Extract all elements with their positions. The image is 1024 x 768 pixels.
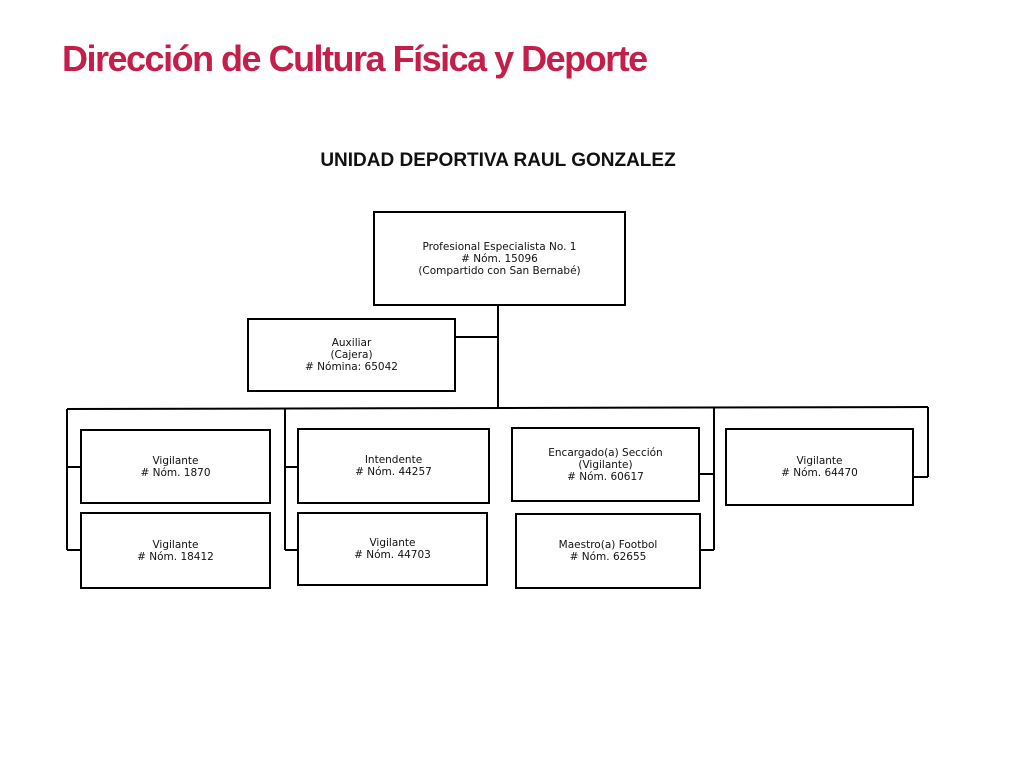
head-number: # Nóm. 15096 <box>461 252 538 265</box>
head-position-box: Profesional Especialista No. 1 # Nóm. 15… <box>373 211 626 306</box>
position-box-col2-2: Vigilante # Nóm. 44703 <box>297 512 488 586</box>
page-title: Dirección de Cultura Física y Deporte <box>62 38 648 79</box>
position-box-col1-1: Vigilante # Nóm. 1870 <box>80 429 271 504</box>
position-box-col3-2: Maestro(a) Footbol # Nóm. 62655 <box>515 513 701 589</box>
auxiliar-role: (Cajera) <box>330 349 373 361</box>
position-box-col2-1: Intendente # Nóm. 44257 <box>297 428 490 504</box>
position-number: # Nóm. 64470 <box>781 467 858 479</box>
position-number: # Nóm. 62655 <box>569 551 647 563</box>
auxiliar-number: # Nómina: 65042 <box>305 361 398 373</box>
position-number: # Nóm. 18412 <box>137 550 214 563</box>
position-box-col1-2: Vigilante # Nóm. 18412 <box>80 512 271 589</box>
position-title: Intendente <box>364 454 423 466</box>
head-title: Profesional Especialista No. 1 <box>422 240 577 253</box>
auxiliar-title: Auxiliar <box>331 337 372 349</box>
position-box-col3-1: Encargado(a) Sección (Vigilante) # Nóm. … <box>511 427 700 502</box>
auxiliar-box: Auxiliar (Cajera) # Nómina: 65042 <box>247 318 456 392</box>
main-bus-line <box>66 406 929 410</box>
position-title: Vigilante <box>369 537 416 549</box>
position-number: # Nóm. 44257 <box>355 466 432 478</box>
unit-title: UNIDAD DEPORTIVA RAUL GONZALEZ <box>320 150 676 171</box>
position-role: (Vigilante) <box>578 458 633 471</box>
position-box-col4-1: Vigilante # Nóm. 64470 <box>725 428 914 506</box>
position-number: # Nóm. 60617 <box>567 470 644 483</box>
position-title: Vigilante <box>152 454 199 467</box>
position-title: Vigilante <box>152 538 199 551</box>
position-title: Maestro(a) Footbol <box>558 539 658 551</box>
head-note: (Compartido con San Bernabé) <box>418 264 581 277</box>
position-title: Encargado(a) Sección <box>548 446 663 459</box>
position-number: # Nóm. 1870 <box>140 466 211 479</box>
position-title: Vigilante <box>796 455 843 467</box>
position-number: # Nóm. 44703 <box>354 549 431 561</box>
